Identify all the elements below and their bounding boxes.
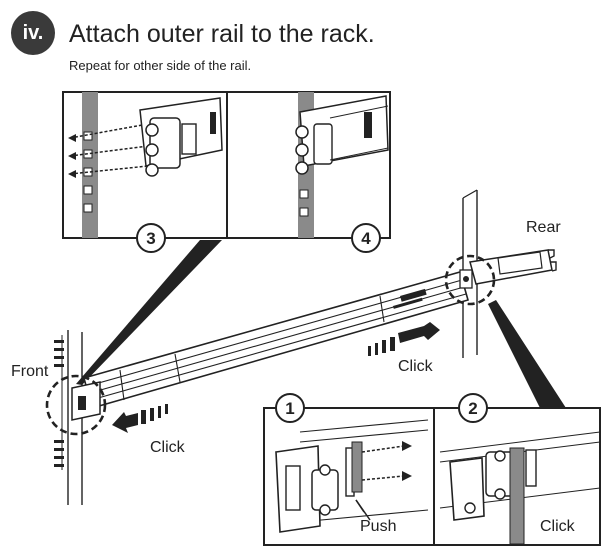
inset-panel-top xyxy=(62,91,391,239)
label-click-inset: Click xyxy=(540,518,576,535)
page-subtitle: Repeat for other side of the rail. xyxy=(69,58,252,73)
callout-2-circle xyxy=(458,393,488,423)
label-front: Front xyxy=(11,363,49,380)
callout-4-number: 4 xyxy=(361,229,371,248)
step-badge: iv. xyxy=(11,11,55,55)
callout-3-circle xyxy=(136,223,166,253)
click-arrow-front-icon xyxy=(112,404,168,433)
label-rear: Rear xyxy=(526,219,561,236)
click-arrow-rear-icon xyxy=(368,322,440,356)
label-click-rear: Click xyxy=(398,358,434,375)
callout-2-number: 2 xyxy=(468,399,477,418)
inset-panel-bottom xyxy=(263,407,601,546)
callout-1-number: 1 xyxy=(285,399,294,418)
label-push: Push xyxy=(360,518,396,535)
leader-bottom xyxy=(488,300,566,408)
page-title: Attach outer rail to the rack. xyxy=(69,20,375,48)
rail-assembly xyxy=(45,189,557,505)
leader-top xyxy=(76,240,222,385)
label-click-front: Click xyxy=(150,439,186,456)
callout-3-number: 3 xyxy=(146,229,155,248)
callout-4-circle xyxy=(351,223,381,253)
callout-1-circle xyxy=(275,393,305,423)
